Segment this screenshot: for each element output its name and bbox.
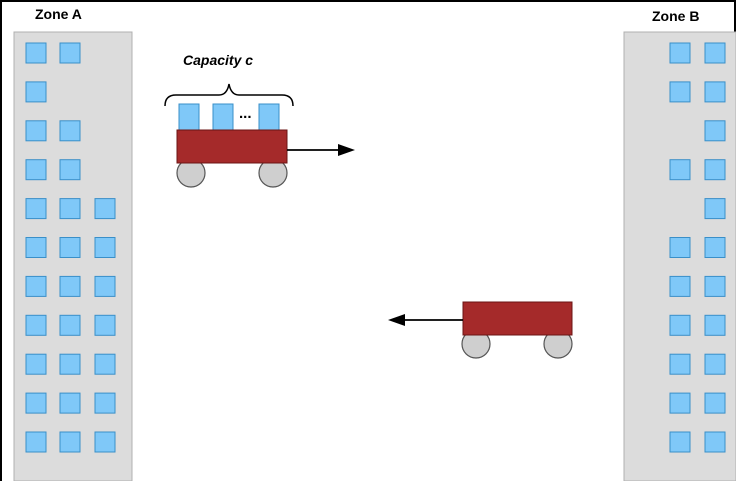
- zone-a-item: [94, 275, 116, 297]
- zone-a-item: [25, 353, 47, 375]
- arrow-right-icon: [338, 144, 355, 156]
- zone-b-item: [669, 353, 691, 375]
- zone-a-item: [25, 159, 47, 181]
- zone-b-item: [704, 237, 726, 258]
- zone-a-item: [25, 198, 47, 220]
- capacity-brace: [164, 83, 294, 107]
- zone-b-item: [704, 120, 726, 142]
- zone-a-item: [25, 42, 47, 64]
- cart-top-item: [258, 103, 280, 131]
- capacity-label: Capacity c: [183, 52, 254, 68]
- zone-b-item: [669, 431, 691, 453]
- cart-bottom-body: [462, 301, 573, 336]
- zone-a-item: [94, 431, 116, 453]
- zone-b-item: [669, 42, 691, 64]
- zone-b-item: [669, 275, 691, 297]
- cart-top: [164, 83, 355, 188]
- zone-a-items: [25, 42, 116, 453]
- zone-a-item: [94, 392, 116, 414]
- zone-a-item: [94, 198, 116, 220]
- zone-a-item: [59, 314, 81, 336]
- zone-b-item: [669, 237, 691, 258]
- zone-a-item: [59, 120, 81, 142]
- zone-a-item: [59, 198, 81, 220]
- zone-a-item: [59, 237, 81, 258]
- cart-top-item: [212, 103, 234, 131]
- zone-a-item: [59, 392, 81, 414]
- zone-b-item: [704, 392, 726, 414]
- zone-a-item: [25, 392, 47, 414]
- cart-bottom: [388, 301, 573, 359]
- zone-a-item: [59, 353, 81, 375]
- cart-top-body: [176, 129, 288, 164]
- zone-b-item: [669, 314, 691, 336]
- arrow-left-icon: [388, 314, 405, 326]
- zone-a-item: [59, 275, 81, 297]
- zone-a-item: [25, 314, 47, 336]
- zone-a-item: [59, 431, 81, 453]
- zone-a-item: [25, 275, 47, 297]
- zone-b-item: [669, 81, 691, 103]
- zone-b-item: [704, 198, 726, 220]
- zone-b-item: [704, 314, 726, 336]
- zone-a-item: [25, 120, 47, 142]
- zone-b-item: [704, 81, 726, 103]
- zone-b-item: [704, 42, 726, 64]
- zone-a-item: [59, 159, 81, 181]
- zone-a-item: [94, 353, 116, 375]
- zone-b-items: [669, 42, 726, 453]
- zone-a-item: [94, 237, 116, 258]
- cart-top-item: [178, 103, 200, 131]
- zone-a-label: Zone A: [35, 6, 82, 22]
- zone-b-item: [704, 159, 726, 181]
- zone-a-item: [59, 42, 81, 64]
- cargo-ellipsis: ...: [239, 105, 252, 122]
- zone-a-item: [25, 431, 47, 453]
- zone-b-item: [704, 275, 726, 297]
- zone-b-item: [669, 392, 691, 414]
- zone-a-item: [94, 314, 116, 336]
- zone-a-item: [25, 237, 47, 258]
- zone-b-item: [704, 353, 726, 375]
- zone-b-item: [669, 159, 691, 181]
- zone-b-item: [704, 431, 726, 453]
- zone-b-label: Zone B: [652, 8, 700, 24]
- zone-a-item: [25, 81, 47, 103]
